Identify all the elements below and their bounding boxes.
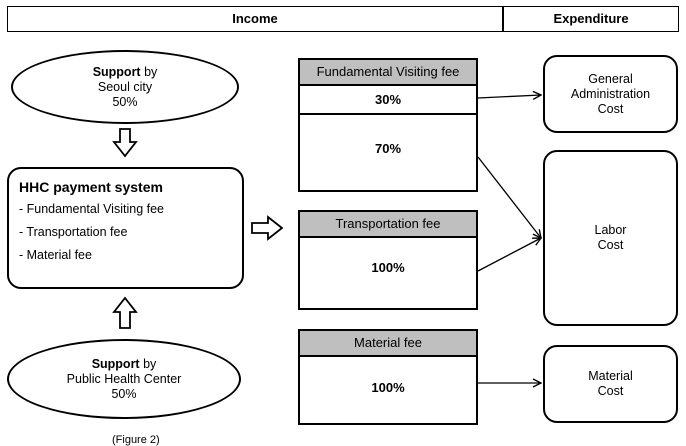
hollow-up-arrow (112, 296, 138, 329)
fundamental-fee-header: Fundamental Visiting fee (298, 58, 478, 86)
income-header-label: Income (232, 11, 278, 26)
material-fee-100-label: 100% (371, 380, 405, 395)
general-admin-cost-box: General Administration Cost (543, 55, 678, 133)
hollow-down-arrow (112, 128, 138, 158)
fundamental-fee-70-label: 70% (374, 141, 402, 156)
support-phc-bold: Support (91, 356, 140, 371)
labor-cost-box: Labor Cost (543, 150, 678, 326)
general-admin-line1: General (588, 71, 633, 86)
material-fee-label: Material fee (354, 335, 422, 350)
fundamental-fee-70: 70% (298, 113, 478, 192)
support-phc-pct: 50% (111, 386, 137, 401)
labor-cost-line2: Cost (597, 238, 624, 252)
expenditure-header: Expenditure (503, 6, 679, 32)
arrow-30-to-general (477, 95, 541, 98)
material-cost-line1: Material (588, 369, 633, 383)
labor-cost-line1: Labor (594, 223, 627, 237)
fundamental-fee-30-label: 30% (374, 92, 402, 107)
support-phc-name: Public Health Center (66, 371, 182, 386)
support-phc-by: by (139, 356, 157, 371)
transportation-fee-100: 100% (298, 236, 478, 310)
material-fee-header: Material fee (298, 329, 478, 357)
hollow-right-arrow (251, 215, 284, 241)
hhc-item-transportation: - Transportation fee (19, 225, 128, 239)
general-admin-line3: Cost (597, 101, 624, 116)
transportation-fee-label: Transportation fee (335, 216, 441, 231)
material-cost-line2: Cost (597, 384, 624, 398)
arrow-transport-to-labor (477, 238, 541, 272)
hhc-item-fundamental: - Fundamental Visiting fee (19, 202, 164, 216)
support-seoul-ellipse: Support by Seoul city 50% (11, 50, 239, 124)
fundamental-fee-label: Fundamental Visiting fee (316, 64, 460, 79)
hhc-payment-box: HHC payment system - Fundamental Visitin… (7, 167, 244, 289)
hhc-item-material: - Material fee (19, 248, 92, 262)
arrow-70-to-labor (477, 156, 541, 238)
support-seoul-bold: Support (92, 64, 141, 79)
support-seoul-by: by (140, 64, 158, 79)
support-seoul-pct: 50% (112, 94, 138, 109)
support-phc-ellipse: Support by Public Health Center 50% (7, 339, 241, 419)
income-header: Income (7, 6, 503, 32)
material-fee-100: 100% (298, 355, 478, 425)
hhc-title: HHC payment system (19, 179, 163, 195)
support-seoul-name: Seoul city (97, 79, 153, 94)
general-admin-line2: Administration (570, 86, 651, 101)
expenditure-header-label: Expenditure (553, 11, 629, 26)
material-cost-box: Material Cost (543, 345, 678, 423)
transportation-fee-100-label: 100% (371, 260, 405, 275)
